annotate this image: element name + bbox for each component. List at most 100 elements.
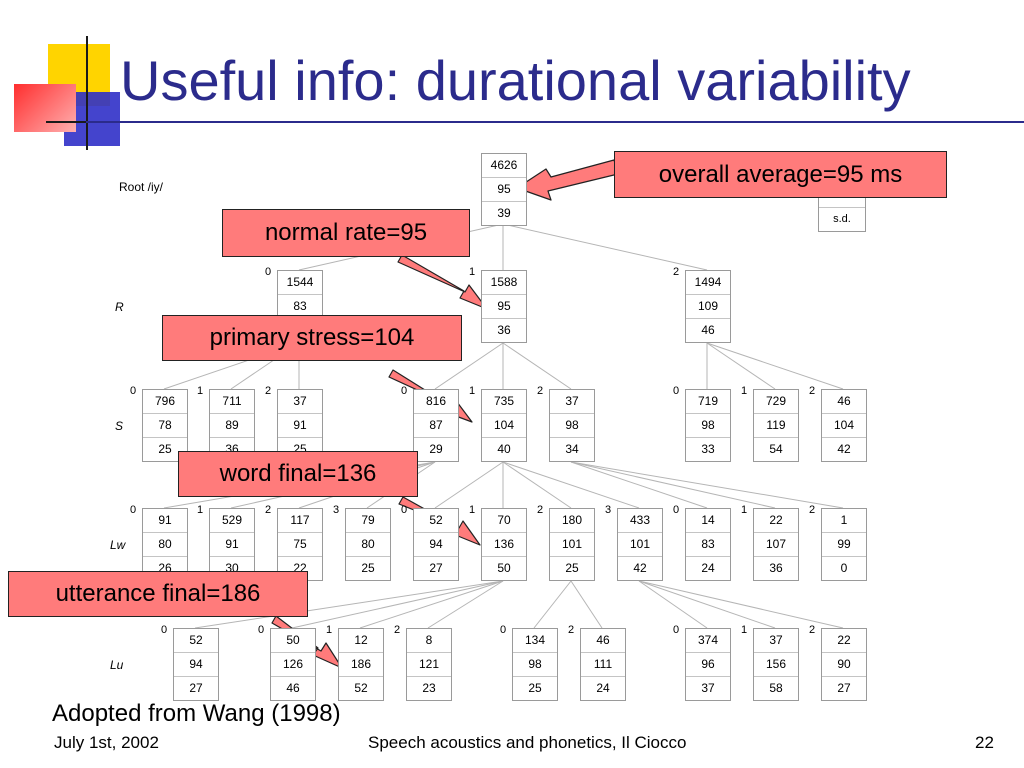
node-count: 1544 bbox=[278, 271, 322, 295]
node-count: 1 bbox=[822, 509, 866, 533]
node-mean: 101 bbox=[550, 533, 594, 557]
branch-index: 0 bbox=[130, 385, 137, 397]
node-mean: 101 bbox=[618, 533, 662, 557]
node-sd: 27 bbox=[189, 681, 203, 695]
footer-center: Speech acoustics and phonetics, Il Ciocc… bbox=[368, 733, 687, 752]
node-count: 117 bbox=[278, 509, 322, 533]
node-count: 180 bbox=[550, 509, 594, 533]
node-mean: 91 bbox=[210, 533, 254, 557]
node-mean: 80 bbox=[346, 533, 390, 557]
node-mean: 89 bbox=[210, 414, 254, 438]
node-count: 4626 bbox=[482, 154, 526, 178]
node-sd: 58 bbox=[769, 681, 783, 695]
branch-index: 1 bbox=[741, 624, 748, 636]
node-mean: 111 bbox=[581, 653, 625, 677]
node-count: 729 bbox=[754, 390, 798, 414]
branch-index: 2 bbox=[809, 504, 816, 516]
node-mean: 95 bbox=[482, 178, 526, 202]
slide-title: Useful info: durational variability bbox=[120, 49, 911, 112]
branch-index: 2 bbox=[809, 624, 816, 636]
level-label-s: S bbox=[115, 419, 124, 433]
node-mean: 104 bbox=[482, 414, 526, 438]
node-mean: 94 bbox=[174, 653, 218, 677]
root-label: Root /iy/ bbox=[119, 180, 164, 194]
branch-index: 1 bbox=[197, 504, 204, 516]
deco-red-square bbox=[14, 84, 76, 132]
branch-index: 3 bbox=[333, 504, 340, 516]
node-count: 22 bbox=[754, 509, 798, 533]
footer-date: July 1st, 2002 bbox=[54, 733, 159, 752]
node-mean: 94 bbox=[414, 533, 458, 557]
deco-horizontal-line bbox=[46, 121, 88, 123]
node-mean: 109 bbox=[686, 295, 730, 319]
node-sd: 33 bbox=[701, 442, 715, 456]
level-label-lw: Lw bbox=[110, 538, 126, 552]
node-mean: 83 bbox=[686, 533, 730, 557]
branch-index: 2 bbox=[394, 624, 401, 636]
node-sd: 24 bbox=[701, 561, 715, 575]
node-mean: 87 bbox=[414, 414, 458, 438]
node-count: 79 bbox=[346, 509, 390, 533]
node-count: 46 bbox=[822, 390, 866, 414]
node-count: 8 bbox=[407, 629, 451, 653]
branch-index: 0 bbox=[673, 504, 680, 516]
node-sd: 42 bbox=[633, 561, 647, 575]
node-mean: 156 bbox=[754, 653, 798, 677]
node-sd: 24 bbox=[596, 681, 610, 695]
node-sd: 0 bbox=[840, 561, 848, 575]
node-sd: 27 bbox=[837, 681, 851, 695]
node-count: 433 bbox=[618, 509, 662, 533]
branch-index: 1 bbox=[469, 504, 476, 516]
node-sd: 25 bbox=[361, 561, 375, 575]
node-sd: 50 bbox=[497, 561, 511, 575]
node-sd: 40 bbox=[497, 442, 511, 456]
branch-index: 2 bbox=[673, 266, 680, 278]
node-mean: 95 bbox=[482, 295, 526, 319]
node-count: 1588 bbox=[482, 271, 526, 295]
branch-index: 1 bbox=[741, 385, 748, 397]
node-mean: 78 bbox=[143, 414, 187, 438]
node-mean: 99 bbox=[822, 533, 866, 557]
node-count: 796 bbox=[143, 390, 187, 414]
node-count: 37 bbox=[550, 390, 594, 414]
node-count: 37 bbox=[278, 390, 322, 414]
node-sd: 27 bbox=[429, 561, 443, 575]
node-count: 816 bbox=[414, 390, 458, 414]
node-count: 37 bbox=[754, 629, 798, 653]
branch-index: 2 bbox=[265, 504, 272, 516]
node-count: 719 bbox=[686, 390, 730, 414]
node-sd: 46 bbox=[286, 681, 300, 695]
branch-index: 0 bbox=[265, 266, 272, 278]
branch-index: 2 bbox=[537, 385, 544, 397]
branch-index: 2 bbox=[265, 385, 272, 397]
branch-index: 0 bbox=[673, 385, 680, 397]
branch-index: 0 bbox=[130, 504, 137, 516]
node-mean: 80 bbox=[143, 533, 187, 557]
node-count: 1494 bbox=[686, 271, 730, 295]
branch-index: 2 bbox=[568, 624, 575, 636]
branch-index: 0 bbox=[401, 385, 408, 397]
node-mean: 90 bbox=[822, 653, 866, 677]
node-count: 22 bbox=[822, 629, 866, 653]
level-label-r: R bbox=[115, 300, 124, 314]
